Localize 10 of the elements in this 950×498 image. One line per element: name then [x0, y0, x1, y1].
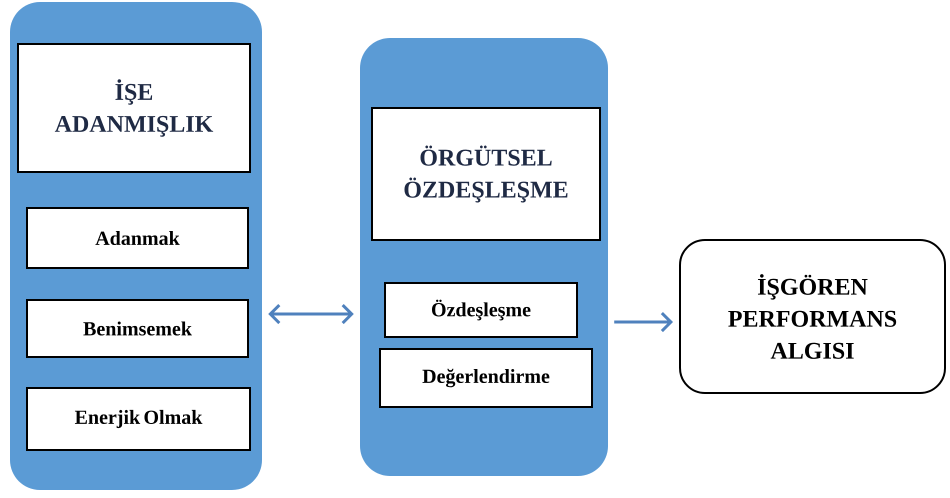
item-box: Özdeşleşme — [384, 282, 578, 338]
item-box: Enerjik Olmak — [26, 387, 251, 451]
item-box: Adanmak — [26, 207, 249, 269]
arrow — [614, 312, 674, 332]
item-box: Değerlendirme — [379, 348, 593, 408]
heading-box: İŞE ADANMIŞLIK — [17, 43, 251, 173]
item-box: Benimsemek — [26, 299, 249, 358]
result-box: İŞGÖREN PERFORMANS ALGISI — [679, 239, 946, 394]
heading-box: ÖRGÜTSEL ÖZDEŞLEŞME — [371, 107, 601, 241]
arrow — [268, 304, 354, 324]
